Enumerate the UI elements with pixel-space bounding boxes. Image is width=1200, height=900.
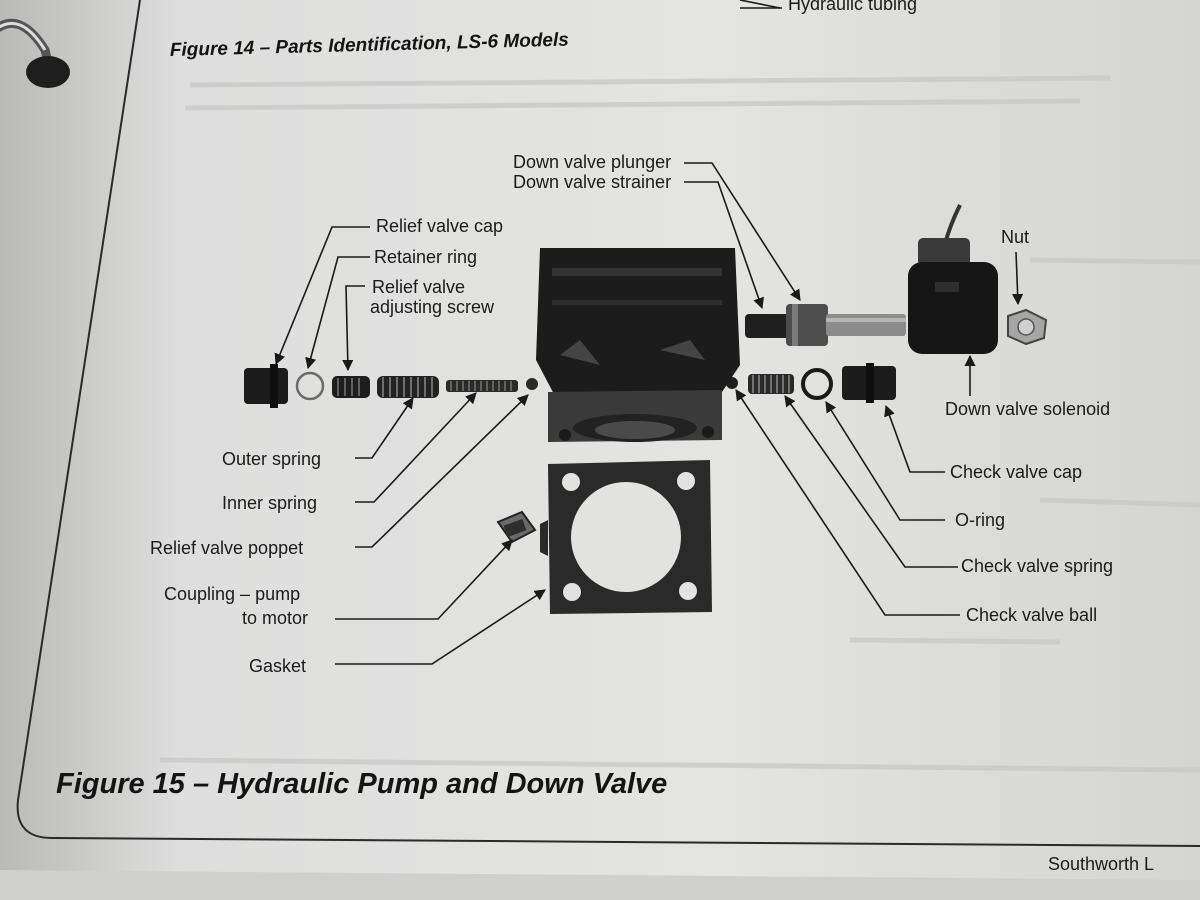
label-relief-valve-line2: adjusting screw [370, 297, 495, 317]
label-coupling-line1: Coupling – pump [164, 584, 300, 604]
coupling-part [496, 510, 537, 544]
inner-spring-part [446, 380, 518, 392]
check-valve-spring-part [748, 374, 794, 394]
outer-spring-part [377, 376, 439, 398]
label-down-valve-strainer: Down valve strainer [513, 172, 671, 192]
relief-valve-poppet-part [526, 378, 538, 390]
label-nut: Nut [1001, 227, 1029, 247]
label-down-valve-plunger: Down valve plunger [513, 152, 671, 172]
page-frame [16, 0, 1200, 847]
label-coupling-line2: to motor [242, 608, 308, 628]
leader-lines [274, 162, 1024, 665]
label-outer-spring: Outer spring [222, 449, 321, 469]
label-down-valve-solenoid: Down valve solenoid [945, 399, 1110, 419]
label-relief-valve-line1: Relief valve [372, 277, 465, 297]
label-check-valve-ball: Check valve ball [966, 605, 1097, 625]
footer-brand: Southworth L [1048, 854, 1154, 874]
label-inner-spring: Inner spring [222, 493, 317, 513]
check-valve-cap-part [842, 363, 896, 403]
label-relief-valve-cap: Relief valve cap [376, 216, 503, 236]
label-retainer-ring: Retainer ring [374, 247, 477, 267]
label-o-ring: O-ring [955, 510, 1005, 530]
check-valve-ball-part [726, 377, 738, 389]
binder-hole [26, 56, 70, 88]
header-fragment: Hydraulic tubing [788, 0, 917, 14]
relief-valve-cap-part [244, 364, 288, 408]
nut-part [1007, 308, 1048, 346]
label-check-valve-cap: Check valve cap [950, 462, 1082, 482]
o-ring-part [801, 368, 833, 400]
bleed-through-text [159, 75, 1200, 773]
bottom-page-edge [0, 870, 1200, 900]
down-valve-solenoid-part [908, 204, 998, 354]
label-relief-valve-poppet: Relief valve poppet [150, 538, 303, 558]
label-gasket: Gasket [249, 656, 306, 676]
figure15-caption: Figure 15 – Hydraulic Pump and Down Valv… [56, 768, 667, 800]
label-check-valve-spring: Check valve spring [961, 556, 1113, 576]
retainer-ring-part [295, 371, 325, 401]
part-labels: Down valve plunger Down valve strainer N… [150, 152, 1113, 676]
down-valve-plunger-part [745, 304, 906, 346]
gasket-part [540, 460, 712, 614]
pump-body [536, 248, 740, 442]
adjusting-screw-part [332, 376, 370, 398]
